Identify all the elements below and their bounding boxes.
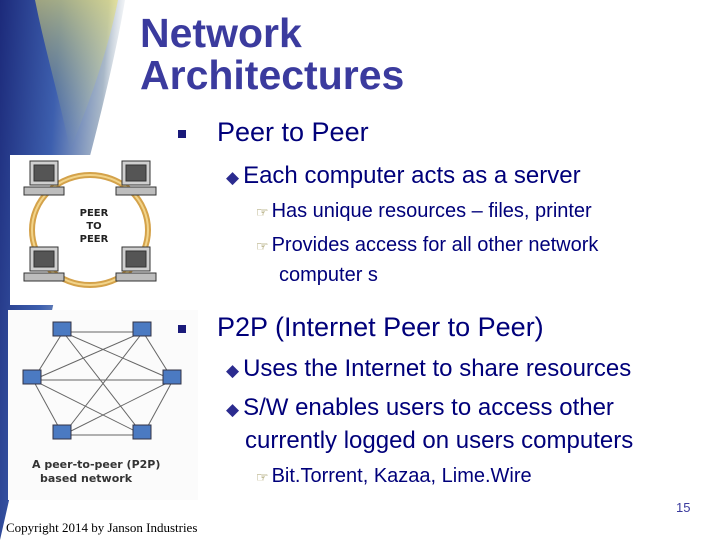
p2p-mesh-illustration [22, 321, 182, 440]
title-line-1: Network [140, 10, 302, 56]
bullet-peer-to-peer: Peer to Peer [217, 117, 369, 147]
diamond-bullet-icon: ◆ [226, 361, 240, 380]
item-p2p-examples: ☞Bit.Torrent, Kazaa, Lime.Wire [256, 465, 532, 487]
item-unique-resources: ☞Has unique resources – files, printer [256, 200, 592, 222]
bullet-square-icon [178, 130, 186, 138]
diamond-bullet-icon: ◆ [226, 168, 240, 187]
sub-bullet-sw-enables: ◆S/W enables users to access other [226, 394, 614, 421]
sub-bullet-uses-internet: ◆Uses the Internet to share resources [226, 355, 632, 382]
peer-circle-illustration [23, 160, 157, 288]
item-provides-access: ☞Provides access for all other network [256, 234, 599, 256]
copyright-footer: Copyright 2014 by Janson Industries [6, 520, 198, 535]
bullet-p2p: P2P (Internet Peer to Peer) [217, 312, 544, 342]
title-line-2: Architectures [140, 52, 405, 98]
p2p-network-image: A peer-to-peer (P2P) based network [8, 310, 198, 500]
slide-title: Network Architectures [140, 12, 404, 96]
sub-bullet-each-computer: ◆Each computer acts as a server [226, 162, 581, 189]
peer-to-peer-image: PEER TO PEER [10, 155, 170, 305]
pointing-hand-icon: ☞ [256, 469, 269, 485]
pointing-hand-icon: ☞ [256, 204, 269, 220]
peer-circle-label: PEER TO PEER [79, 208, 109, 245]
diamond-bullet-icon: ◆ [226, 400, 240, 419]
pointing-hand-icon: ☞ [256, 238, 269, 254]
p2p-caption: A peer-to-peer (P2P) based network [32, 458, 161, 485]
page-number: 15 [676, 500, 691, 515]
sub-bullet-sw-enables-continued: currently logged on users computers [245, 427, 634, 454]
item-provides-access-continued: computer s [279, 264, 378, 286]
bullet-square-icon [178, 325, 186, 333]
computer-icon [22, 321, 182, 440]
computer-icon [23, 160, 65, 196]
